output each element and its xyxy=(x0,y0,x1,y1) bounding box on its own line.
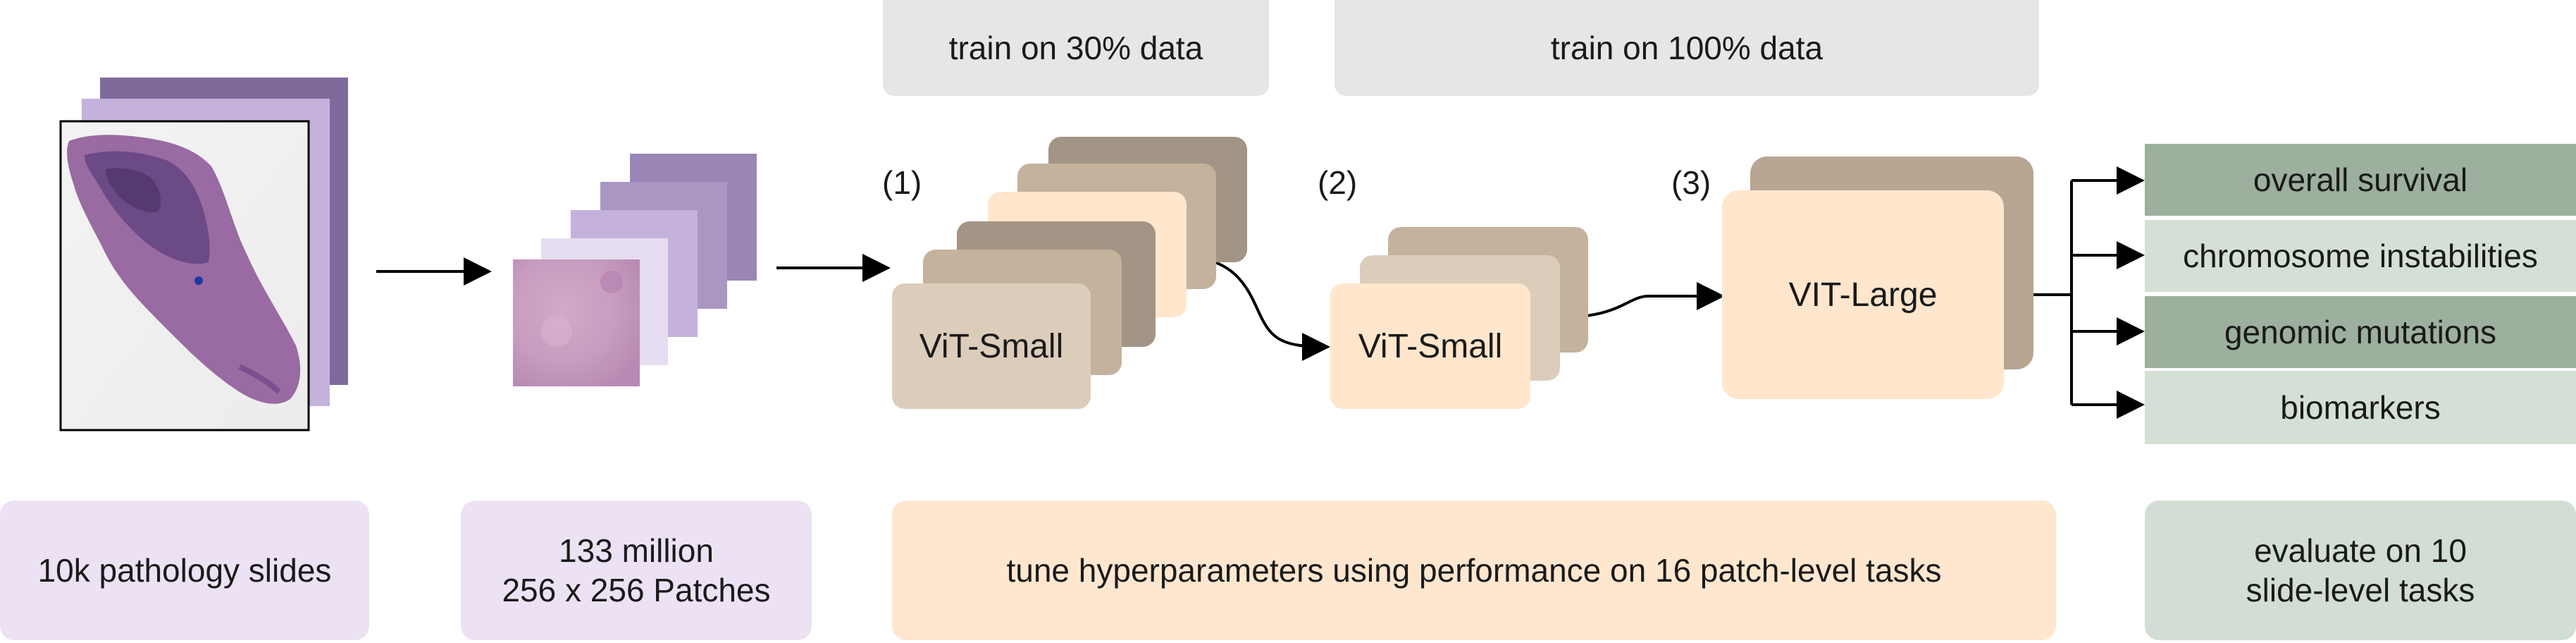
caption-evaluate: evaluate on 10 slide-level tasks xyxy=(2145,501,2576,640)
caption-slides: 10k pathology slides xyxy=(0,501,369,640)
stage-label-3: (3) xyxy=(1671,164,1711,201)
stage-label-2: (2) xyxy=(1318,164,1358,201)
banner-train-30: train on 30% data xyxy=(883,0,1269,96)
task-biomarkers: biomarkers xyxy=(2145,371,2576,444)
task-genomic-mutations: genomic mutations xyxy=(2145,296,2576,368)
arrow-vit1-to-vit2 xyxy=(1184,256,1330,361)
banner-train-100: train on 100% data xyxy=(1335,0,2039,96)
arrow-vit2-to-large xyxy=(1561,282,1725,319)
large-card-front: VIT-Large xyxy=(1722,190,2004,399)
task-overall-survival: overall survival xyxy=(2145,144,2576,216)
task-chromosome-instabilities: chromosome instabilities xyxy=(2145,220,2576,292)
vit2-card-front: ViT-Small xyxy=(1330,283,1530,409)
stage-label-1: (1) xyxy=(882,164,922,201)
caption-patches: 133 million 256 x 256 Patches xyxy=(461,501,812,640)
caption-tune: tune hyperparameters using performance o… xyxy=(892,501,2056,640)
patch-stack xyxy=(513,154,757,386)
tissue-sample xyxy=(67,135,301,404)
slide-stack xyxy=(59,78,348,431)
vit1-card-front: ViT-Small xyxy=(892,283,1091,409)
